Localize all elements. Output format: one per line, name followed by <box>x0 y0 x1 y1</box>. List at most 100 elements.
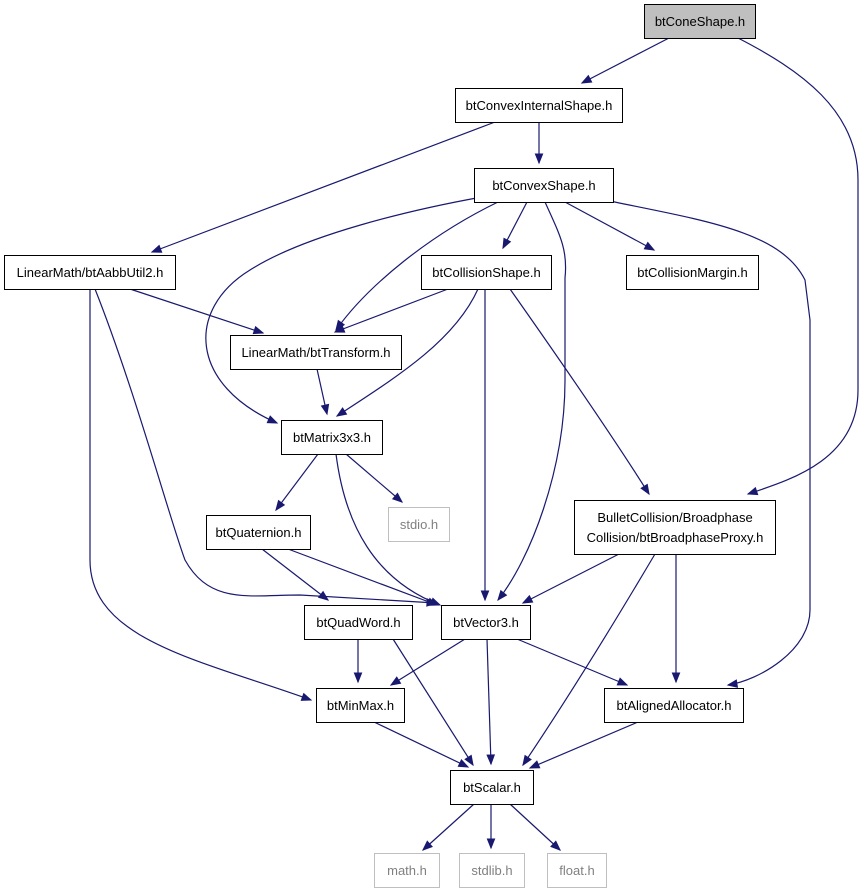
arrowhead-icon <box>521 594 534 604</box>
node-convexShape[interactable]: btConvexShape.h <box>474 168 614 203</box>
edge-collisionShape-to-broadphase <box>509 288 650 496</box>
node-box <box>316 688 405 723</box>
node-label: btVector3.h <box>453 615 519 630</box>
edge-collisionShape-to-vector3 <box>480 289 490 602</box>
edge-minMax-to-scalar <box>373 721 470 768</box>
edge-line <box>497 201 567 601</box>
node-quaternion[interactable]: btQuaternion.h <box>206 515 311 550</box>
edge-quaternion-to-vector3 <box>287 548 439 606</box>
edge-aabbUtil-to-minMax <box>89 289 313 701</box>
edge-line <box>581 37 670 84</box>
node-box <box>474 168 614 203</box>
arrowhead-icon <box>746 486 759 496</box>
arrowhead-icon <box>422 840 433 851</box>
arrowhead-icon <box>580 74 593 84</box>
node-label: btCollisionShape.h <box>432 265 540 280</box>
arrowhead-icon <box>266 415 279 424</box>
edge-line <box>89 289 312 701</box>
edge-cone-to-convexInternal <box>580 37 670 84</box>
node-label: Collision/btBroadphaseProxy.h <box>587 530 764 545</box>
arrowhead-icon <box>486 754 496 766</box>
arrowhead-icon <box>300 692 313 701</box>
node-float[interactable]: float.h <box>547 853 607 888</box>
node-label: float.h <box>559 863 594 878</box>
node-vector3[interactable]: btVector3.h <box>441 605 531 640</box>
node-alignedAllocator[interactable]: btAlignedAllocator.h <box>604 688 744 723</box>
node-minMax[interactable]: btMinMax.h <box>316 688 405 723</box>
edge-line <box>486 638 492 765</box>
node-label: LinearMath/btAabbUtil2.h <box>17 265 164 280</box>
arrowhead-icon <box>391 492 404 503</box>
arrowhead-icon <box>252 325 265 335</box>
node-label: btCollisionMargin.h <box>637 265 748 280</box>
node-box <box>604 688 744 723</box>
edges <box>89 37 859 851</box>
arrowhead-icon <box>426 597 439 606</box>
edge-line <box>345 453 403 503</box>
node-quadWord[interactable]: btQuadWord.h <box>304 605 413 640</box>
node-label: btScalar.h <box>463 780 521 795</box>
edge-transform-to-matrix <box>316 368 330 416</box>
node-label: btAlignedAllocator.h <box>617 698 732 713</box>
node-box <box>459 853 525 888</box>
node-convexInternal[interactable]: btConvexInternalShape.h <box>455 88 623 123</box>
arrowhead-icon <box>497 589 508 602</box>
arrowhead-icon <box>726 679 739 688</box>
node-box <box>450 770 534 805</box>
edge-line <box>390 638 466 686</box>
arrowhead-icon <box>464 754 474 767</box>
node-math[interactable]: math.h <box>374 853 440 888</box>
edge-convexInternal-to-aabbUtil <box>150 121 496 253</box>
node-box <box>644 4 756 39</box>
node-collisionShape[interactable]: btCollisionShape.h <box>421 255 552 290</box>
node-box <box>441 605 531 640</box>
nodes: btConeShape.h btConvexInternalShape.h btCo… <box>4 4 776 888</box>
arrowhead-icon <box>486 838 496 850</box>
edge-convexShape-to-collisionMargin <box>564 201 656 251</box>
node-label: btConeShape.h <box>655 14 745 29</box>
edge-scalar-to-math <box>422 803 475 851</box>
edge-line <box>335 201 499 331</box>
node-label: btConvexInternalShape.h <box>466 98 613 113</box>
node-cone[interactable]: btConeShape.h <box>644 4 756 39</box>
arrowhead-icon <box>643 241 656 251</box>
edge-broadphase-to-alignedAllocator <box>671 554 681 684</box>
node-collisionMargin[interactable]: btCollisionMargin.h <box>626 255 759 290</box>
edge-vector3-to-alignedAllocator <box>516 638 629 686</box>
arrowhead-icon <box>275 499 286 512</box>
edge-line <box>151 121 496 253</box>
arrowhead-icon <box>550 840 561 851</box>
node-broadphase[interactable]: BulletCollision/BroadphaseCollision/btBr… <box>574 500 776 555</box>
node-label: btMatrix3x3.h <box>293 430 371 445</box>
node-aabbUtil[interactable]: LinearMath/btAabbUtil2.h <box>4 255 176 290</box>
edge-line <box>509 803 561 851</box>
edge-line <box>334 288 449 333</box>
edge-convexShape-to-vector3 <box>497 201 567 602</box>
edge-vector3-to-minMax <box>389 638 466 686</box>
edge-line <box>335 453 441 606</box>
arrowhead-icon <box>528 760 541 769</box>
edge-collisionShape-to-matrix <box>335 288 479 417</box>
arrowhead-icon <box>616 677 629 686</box>
edge-line <box>287 548 438 606</box>
node-stdio[interactable]: stdio.h <box>388 507 450 542</box>
node-stdlib[interactable]: stdlib.h <box>459 853 525 888</box>
edge-line <box>522 553 656 766</box>
arrowhead-icon <box>333 324 346 333</box>
edge-line <box>599 198 811 686</box>
node-scalar[interactable]: btScalar.h <box>450 770 534 805</box>
edge-line <box>261 548 329 601</box>
edge-line <box>392 638 474 766</box>
node-label: LinearMath/btTransform.h <box>241 345 390 360</box>
node-box <box>4 255 176 290</box>
node-label: BulletCollision/Broadphase <box>597 510 752 525</box>
node-box <box>421 255 552 290</box>
edge-line <box>205 196 483 424</box>
edge-matrix-to-stdio <box>345 453 404 503</box>
edge-cone-to-broadphase <box>737 37 859 496</box>
arrowhead-icon <box>320 403 330 416</box>
node-matrix[interactable]: btMatrix3x3.h <box>281 420 383 455</box>
node-label: btQuaternion.h <box>215 525 301 540</box>
node-box <box>547 853 607 888</box>
node-transform[interactable]: LinearMath/btTransform.h <box>230 335 402 370</box>
